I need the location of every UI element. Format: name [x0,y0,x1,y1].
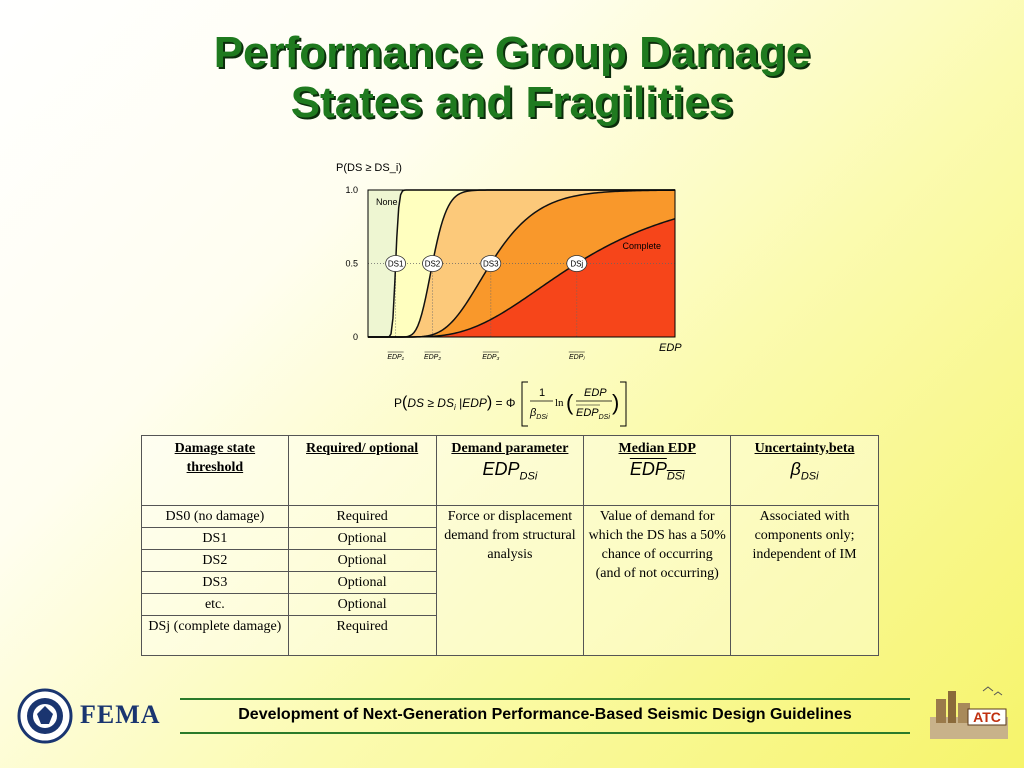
chart-marker-label: DS1 [388,260,404,269]
damage-state-table: Damage state threshold Required/ optiona… [141,435,879,656]
formula-bracket-left [521,381,528,427]
formula-beta: βDSi [529,407,548,421]
chart-x-tick-label: EDP₂ [424,354,441,361]
req-cell: Optional [287,593,437,616]
req-cell: Required [287,615,437,656]
table-row: DS2 Optional [141,549,879,572]
formula-bracket-right [620,381,627,427]
svg-text:): ) [612,390,619,415]
title-line-2: States and Fragilities [290,78,734,127]
uncertainty-desc-cell: Associated with components only; indepen… [730,505,879,656]
chart-region-label-complete: Complete [622,241,661,251]
header-damage-state: Damage state threshold [141,435,289,506]
chart-x-tick-label: EDP₁ [387,354,404,361]
title-line-1: Performance Group Damage [213,28,811,77]
table-row: etc. Optional [141,593,879,616]
median-desc-cell: Value of demand for which the DS has a 5… [583,505,732,656]
chart-y-label: P(DS ≥ DS_i) [336,162,402,174]
chart-marker-ds1 [385,255,407,272]
footer-text: Development of Next-Generation Performan… [238,706,852,723]
chart-marker-ds3 [480,255,502,272]
req-cell: Optional [287,549,437,572]
footer-rule-top [180,698,910,700]
fema-logo: FEMA [80,700,161,729]
chart-plot-frame [367,189,676,338]
footer-rule-bottom [180,732,910,734]
req-cell: Required [287,505,437,528]
chart-marker-label: DS2 [425,260,441,269]
formula-edp: EDP [584,387,607,399]
svg-text:(: ( [566,390,574,415]
header-demand-parameter: Demand parameter EDPDSi [435,435,585,506]
formula-lhs: P(DS ≥ DSi |EDP) = Φ [394,394,515,412]
chart-y-axis-label: P(DS ≥ DS_i) [336,162,402,174]
ds-cell: DS1 [141,527,289,550]
chart-y-tick-label: 1.0 [345,185,358,195]
atc-logo-icon: ATC [930,686,1008,739]
ds-cell: etc. [141,593,289,616]
chart-marker-ds2 [422,255,443,272]
chart-frame [367,189,676,338]
fragility-formula: P(DS ≥ DSi |EDP) = Φ 1 βDSi ln ( EDP EDP… [394,381,627,427]
chart-fill-dsj [368,218,675,337]
chart-marker-label: DS3 [483,260,499,269]
chart-marker-label: DSj [570,260,583,269]
chart-marker-dsj [566,255,588,272]
table-row: DSj (complete damage) Required [141,615,879,656]
chart-x-label: EDP [659,342,682,354]
header-required: Required/ optional [287,435,437,506]
ds-cell: DS2 [141,549,289,572]
chart-x-tick-label: EDPⱼ [569,354,585,361]
ds-cell: DS3 [141,571,289,594]
req-cell: Optional [287,571,437,594]
chart-x-tick-label: EDP₃ [482,354,499,361]
ds-cell: DS0 (no damage) [141,505,289,528]
table-row: DS0 (no damage) Required Force or displa… [141,505,879,656]
demand-desc-cell: Force or displacement demand from struct… [435,505,585,656]
slide-title: Performance Group Damage States and Frag… [0,28,1024,128]
header-uncertainty: Uncertainty,beta βDSi [730,435,879,506]
header-median-edp: Median EDP EDPDSi [583,435,732,506]
formula-ln: ln [555,397,564,409]
req-cell: Optional [287,527,437,550]
formula-edp-median: EDPDSi [576,407,610,421]
atc-logo-text: ATC [973,709,1001,725]
dhs-seal-icon [17,688,73,744]
ds-cell: DSj (complete damage) [141,615,289,656]
formula-numerator: 1 [539,387,545,399]
chart-y-tick-label: 0.5 [345,259,358,269]
table-row: DS1 Optional [141,527,879,550]
chart-region-label-none: None [376,197,398,207]
chart-y-tick-label: 0 [353,332,358,342]
